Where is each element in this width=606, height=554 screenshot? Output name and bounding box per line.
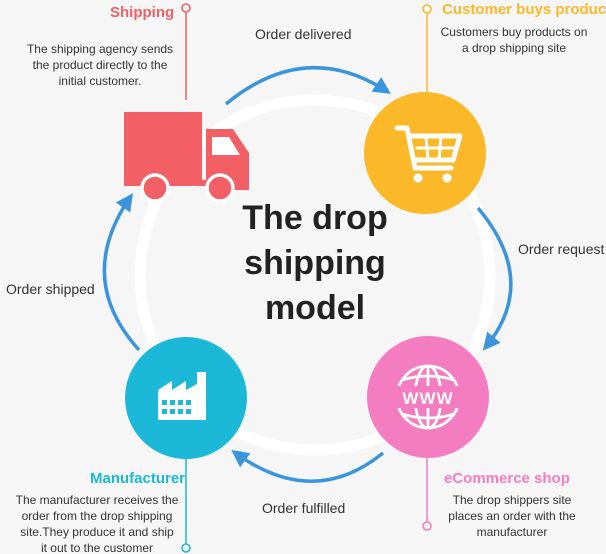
description-line: The manufacturer receives the (15, 493, 179, 507)
shipping-pin (181, 3, 191, 100)
manufacturer-description: The manufacturer receives the order from… (12, 492, 182, 554)
description-line: places an order with the (448, 509, 576, 523)
edge-label-order-request: Order request (518, 241, 605, 257)
description-line: The shipping agency sends (26, 42, 174, 56)
title-line: model (264, 289, 366, 327)
description-line: the product directly to the (32, 58, 168, 72)
ecommerce-heading: eCommerce shop (444, 470, 570, 487)
description-line: Customers buy products on (440, 25, 588, 39)
edge-label-order-delivered: Order delivered (255, 26, 352, 42)
title-line: shipping (244, 244, 386, 282)
shopping-cart-icon (394, 125, 463, 183)
shipping-heading: Shipping (110, 4, 175, 21)
ecommerce-pin (422, 452, 432, 531)
manufacturer-node (125, 337, 247, 459)
manufacturer-pin (181, 458, 191, 553)
description-line: manufacturer (476, 525, 548, 539)
customer-description: Customers buy products on a drop shippin… (436, 24, 592, 56)
customer-node (364, 92, 486, 214)
description-line: a drop shipping site (461, 41, 567, 55)
factory-icon (158, 372, 206, 420)
description-line: site.They produce it and ship (20, 525, 174, 539)
customer-pin (422, 4, 432, 95)
diagram-title: The drop shipping model (218, 196, 412, 331)
arrow-order-delivered (224, 66, 391, 106)
shipping-description: The shipping agency sends the product di… (20, 41, 180, 89)
customer-heading: Customer buys product (442, 1, 606, 18)
description-line: The drop shippers site (452, 493, 572, 507)
edge-label-order-shipped: Order shipped (6, 281, 95, 297)
title-line: The drop (242, 199, 388, 237)
description-line: order from the drop shipping (21, 509, 173, 523)
description-line: initial customer. (58, 74, 142, 88)
description-line: it out to the customer (40, 541, 154, 554)
manufacturer-heading: Manufacturer (90, 470, 186, 487)
arrow-order-shipped (102, 193, 141, 352)
ecommerce-node: WWW (367, 336, 489, 458)
ecommerce-description: The drop shippers site places an order w… (434, 492, 590, 540)
edge-label-order-fulfilled: Order fulfilled (262, 500, 346, 516)
cycle-ring (134, 94, 496, 456)
arrow-order-fulfilled (231, 449, 385, 483)
delivery-truck-icon (124, 112, 249, 203)
svg-text:WWW: WWW (402, 389, 453, 408)
arrow-order-request (476, 206, 513, 351)
